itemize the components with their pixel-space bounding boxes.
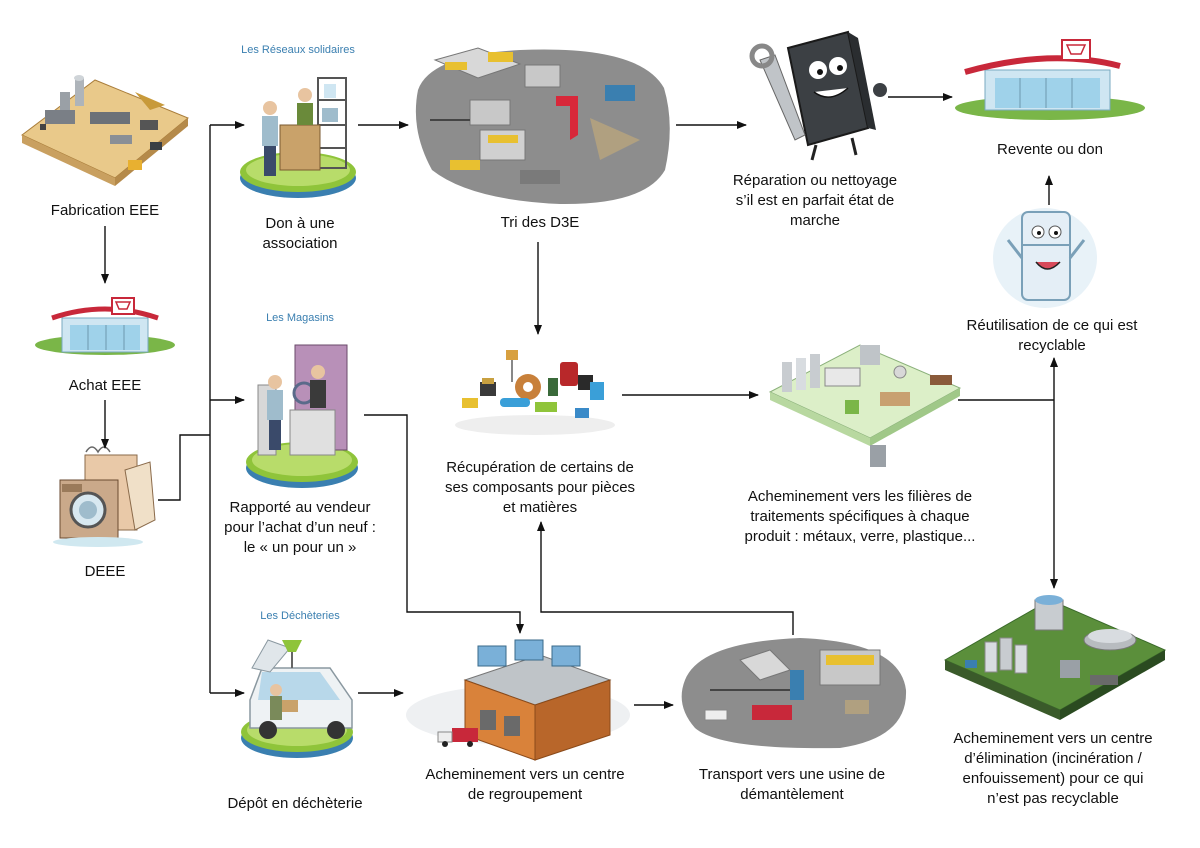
label-reutilisation: Réutilisation de ce qui est recyclable (966, 317, 1138, 354)
section-title-decheteries: Les Déchèteries (260, 610, 340, 622)
shop-icon (35, 297, 175, 355)
sorting-plant-icon (415, 47, 670, 205)
section-title-reseaux: Les Réseaux solidaires (241, 44, 355, 56)
car-dropoff-icon (241, 639, 353, 758)
arrow-rapporte-to-regroupement (364, 414, 524, 634)
flow-connectors (101, 93, 1058, 709)
label-tri: Tri des D3E (500, 214, 580, 231)
factory-icon (21, 75, 189, 186)
fridge-mascot-icon (993, 208, 1097, 308)
label-rapporte: Rapporté au vendeur pour l’achat d’un ne… (224, 499, 376, 556)
treatment-plant-icon (768, 344, 962, 467)
section-title-magasins: Les Magasins (266, 312, 334, 324)
label-recuperation: Récupération de certains de ses composan… (444, 459, 636, 516)
broken-appliances-icon (53, 446, 156, 547)
arrow-demantelement-to-recuperation (537, 521, 794, 635)
label-fabrication: Fabrication EEE (50, 202, 160, 219)
label-filieres: Acheminement vers les filières de traite… (744, 488, 976, 545)
shop-icon (955, 39, 1145, 120)
dismantling-plant-icon (681, 638, 907, 749)
label-revente: Revente ou don (997, 141, 1103, 158)
store-counter-icon (246, 344, 358, 488)
label-demantelement: Transport vers une usine de démantèlemen… (698, 766, 886, 803)
label-depot: Dépôt en déchèterie (227, 795, 363, 812)
label-elimination: Acheminement vers un centre d’éliminatio… (953, 730, 1153, 807)
label-achat: Achat EEE (68, 377, 142, 394)
electronic-components-icon (455, 350, 615, 435)
incineration-plant-icon (943, 595, 1167, 720)
label-deee: DEEE (84, 563, 126, 580)
label-reparation: Réparation ou nettoyage s’il est en parf… (732, 172, 898, 229)
computer-wrench-icon (749, 30, 887, 161)
label-don: Don à une association (262, 215, 338, 252)
connector-deee-to-branch (158, 434, 210, 501)
warehouse-icon (406, 639, 630, 761)
label-regroupement: Acheminement vers un centre de regroupem… (425, 766, 625, 803)
charity-desk-icon (240, 77, 356, 198)
